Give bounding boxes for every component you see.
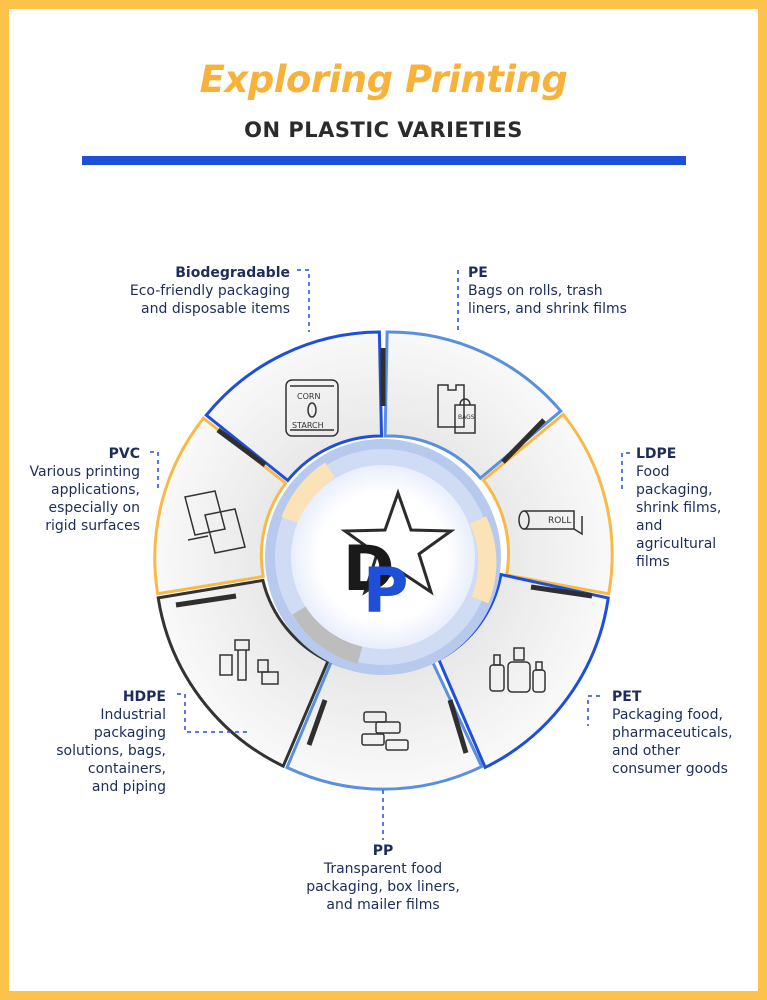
label-pet: PET Packaging food, pharmaceuticals, and… — [612, 688, 760, 778]
logo-letter-p: P — [363, 554, 408, 627]
corn-starch-bag-icon: CORN STARCH — [285, 379, 339, 437]
label-pet-name: PET — [612, 689, 642, 705]
label-pvc: PVC Various printing applications, espec… — [0, 445, 140, 535]
label-hdpe-desc-1: Industrial — [100, 707, 166, 723]
segment-separators — [175, 348, 593, 754]
label-ldpe-desc-5: agricultural — [636, 536, 717, 552]
label-pvc-desc-2: applications, — [51, 482, 140, 498]
segment-biodegradable — [204, 330, 384, 483]
label-biodegradable-name: Biodegradable — [175, 265, 290, 281]
label-hdpe-desc-3: solutions, bags, — [56, 743, 166, 759]
leader-lines — [150, 269, 630, 840]
food-containers-icon — [361, 711, 409, 751]
page-title: Exploring Printing — [199, 58, 568, 101]
page-subtitle: ON PLASTIC VARIETIES — [244, 118, 523, 142]
pipes-icon — [219, 639, 279, 685]
label-pe: PE Bags on rolls, trash liners, and shri… — [468, 264, 668, 318]
label-ldpe-desc-3: shrink films, — [636, 500, 722, 516]
label-hdpe-desc-5: and piping — [91, 779, 166, 795]
label-biodegradable-desc-1: Eco-friendly packaging — [129, 283, 290, 299]
label-pp-desc-2: packaging, box liners, — [306, 879, 460, 895]
label-pp: PP Transparent food packaging, box liner… — [268, 842, 498, 914]
label-hdpe: HDPE Industrial packaging solutions, bag… — [16, 688, 166, 796]
label-pet-desc-1: Packaging food, — [612, 707, 723, 723]
label-pvc-desc-4: rigid surfaces — [45, 518, 140, 534]
label-pet-desc-3: and other — [612, 743, 681, 759]
label-hdpe-desc-4: containers, — [87, 761, 166, 777]
label-pp-name: PP — [372, 843, 394, 859]
label-pe-name: PE — [468, 265, 488, 281]
title-divider — [82, 156, 686, 165]
label-pvc-desc-1: Various printing — [29, 464, 140, 480]
bottles-icon — [489, 647, 546, 693]
label-pet-desc-2: pharmaceuticals, — [612, 725, 733, 741]
shopping-bags-icon: BAGS — [437, 384, 476, 434]
label-pp-desc-1: Transparent food — [323, 861, 443, 877]
sheets-icon — [184, 490, 246, 554]
svg-text:ROLL: ROLL — [548, 516, 571, 526]
svg-text:STARCH: STARCH — [292, 421, 324, 430]
label-pp-desc-3: and mailer films — [326, 897, 440, 913]
label-pet-desc-4: consumer goods — [612, 761, 728, 777]
label-ldpe-desc-1: Food — [636, 464, 670, 480]
label-hdpe-name: HDPE — [122, 689, 166, 705]
svg-text:CORN: CORN — [297, 392, 320, 401]
segment-hdpe — [156, 578, 330, 769]
label-ldpe-desc-2: packaging, — [636, 482, 713, 498]
label-pvc-name: PVC — [108, 446, 140, 462]
segment-pet — [436, 572, 610, 770]
label-biodegradable: Biodegradable Eco-friendly packaging and… — [100, 264, 290, 318]
label-hdpe-desc-2: packaging — [93, 725, 166, 741]
label-pvc-desc-3: especially on — [48, 500, 140, 516]
label-ldpe-desc-6: films — [636, 554, 670, 570]
segment-ldpe — [481, 412, 614, 596]
label-pe-desc-1: Bags on rolls, trash — [468, 283, 603, 299]
label-ldpe-desc-4: and — [636, 518, 663, 534]
svg-text:BAGS: BAGS — [458, 414, 475, 421]
label-ldpe: LDPE Food packaging, shrink films, and a… — [636, 445, 746, 571]
film-roll-icon: ROLL — [518, 510, 583, 536]
label-ldpe-name: LDPE — [636, 446, 677, 462]
dp-logo: D P — [340, 488, 456, 627]
segment-pvc — [153, 416, 288, 596]
logo-letter-d: D — [343, 532, 394, 605]
label-pe-desc-2: liners, and shrink films — [468, 301, 627, 317]
label-biodegradable-desc-2: and disposable items — [141, 301, 290, 317]
